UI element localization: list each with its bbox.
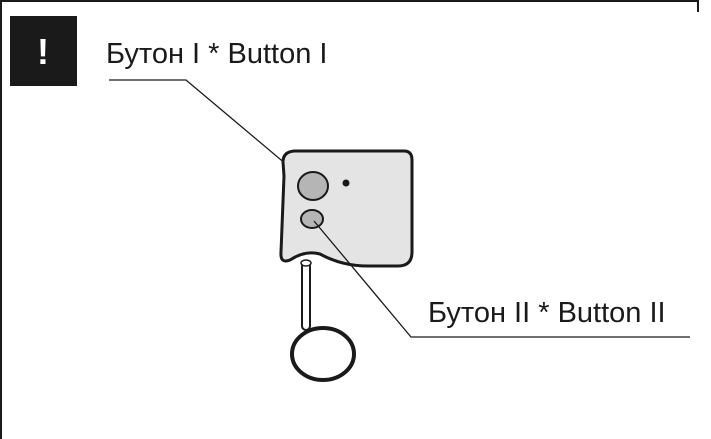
button-one-label: Бутон I * Button I — [106, 38, 327, 70]
keyring-strap — [301, 261, 311, 331]
warning-icon: ! — [37, 31, 49, 72]
led-indicator — [342, 179, 350, 187]
button-one — [297, 171, 329, 201]
warning-badge — [10, 16, 77, 86]
strap-hole — [300, 259, 312, 267]
button-one-leader-line — [109, 79, 313, 187]
button-two-label: Бутон II * Button II — [428, 297, 666, 329]
keyring-loop — [290, 326, 356, 382]
button-two-leader-line — [313, 220, 690, 338]
button-two — [300, 209, 324, 229]
remote-body — [279, 149, 414, 268]
